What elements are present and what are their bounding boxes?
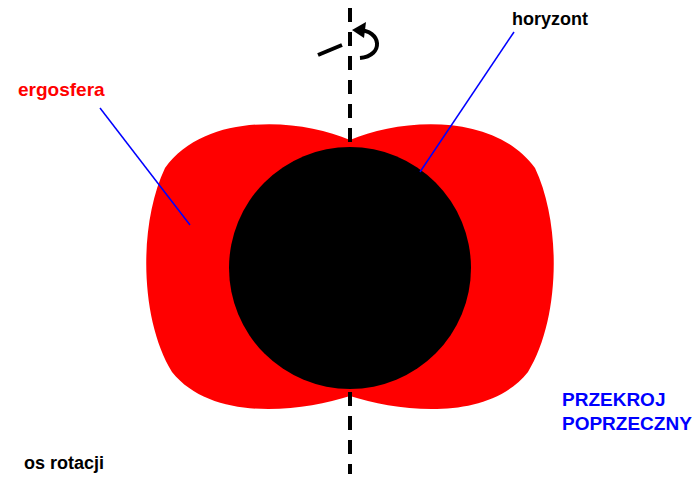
rotation-arrow [318, 30, 377, 58]
rotation-axis [348, 8, 352, 474]
leader-line [420, 32, 514, 172]
rotation-arrowhead [352, 22, 366, 38]
axis-label: os rotacji [24, 452, 104, 475]
view-title: PRZEKROJ POPRZECZNY [562, 388, 682, 436]
ergosphere-shape [146, 124, 554, 409]
region-label: horyzont [512, 8, 588, 31]
region-label: ergosfera [18, 78, 105, 102]
leader-line [100, 108, 190, 225]
